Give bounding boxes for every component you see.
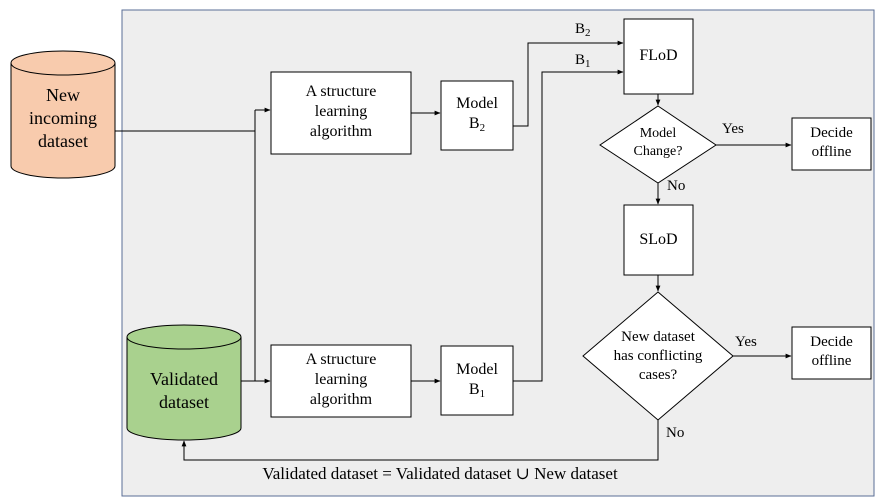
edge-label-yes-top: Yes [722,121,744,137]
edge-label-b2: B2 [575,20,591,39]
edge-label-no-bottom: No [666,425,685,441]
model-b2-label: Model B2 [441,94,513,134]
edge-label-no-top: No [667,178,686,194]
edge-label-yes-bottom: Yes [735,334,757,350]
model-b2-line1: Model [456,95,498,112]
new-incoming-dataset-cylinder [10,50,116,179]
edge-b1-sub: 1 [585,58,591,70]
model-b1-box [440,345,514,416]
new-incoming-line1: New [46,85,80,105]
structure-bottom-line1: A structure [305,351,377,368]
structure-bottom-line2: learning [314,371,368,388]
edge-b2-sub: 2 [585,27,591,39]
validated-line2: dataset [159,392,209,412]
structure-learning-bottom-box [270,344,412,418]
edge-b2-base: B [575,21,586,37]
model-change-line1: Model [639,126,677,141]
validated-dataset-label: Validated dataset [127,368,241,414]
slod-box [623,204,694,276]
model-b1-sub: 1 [479,388,486,400]
slod-label: SLoD [639,231,678,248]
decide-offline-top-box [791,117,872,171]
decide-offline-top-label: Decide offline [792,124,871,162]
decide-bottom-line1: Decide [810,334,853,350]
decide-bottom-line2: offline [811,353,852,369]
structure-learning-top-box [270,71,412,155]
model-b2-box [440,80,514,151]
model-change-label: Model Change? [610,125,706,161]
structure-top-line2: learning [314,103,368,120]
conflict-line2: has conflicting [613,348,703,364]
model-b2-base: B [468,115,480,132]
structure-learning-bottom-label: A structure learning algorithm [271,350,411,410]
flod-label: FLoD [639,47,678,64]
model-b1-base: B [468,381,480,398]
decide-offline-bottom-box [791,326,872,380]
validated-line1: Validated [150,369,218,389]
model-change-line2: Change? [633,144,683,159]
decide-top-line1: Decide [810,125,853,141]
structure-top-line1: A structure [305,83,377,100]
model-b1-label: Model B1 [441,360,513,400]
structure-learning-top-label: A structure learning algorithm [271,82,411,142]
model-b2-sub: 2 [479,122,486,134]
decide-offline-bottom-label: Decide offline [792,333,871,371]
structure-bottom-line3: algorithm [309,391,373,408]
validated-dataset-cylinder [126,324,242,441]
conflict-label: New dataset has conflicting cases? [598,328,718,385]
structure-top-line3: algorithm [309,123,373,140]
flod-box [623,18,694,95]
new-incoming-line2: incoming [29,108,97,128]
new-incoming-line3: dataset [38,131,88,151]
conflict-line1: New dataset [621,329,695,345]
edge-b1-base: B [575,52,586,68]
footer-equation: Validated dataset = Validated dataset ∪ … [262,464,618,483]
connectors [115,40,792,461]
decide-top-line2: offline [811,144,852,160]
edge-label-b1: B1 [575,51,591,70]
model-b1-line1: Model [456,361,498,378]
new-incoming-dataset-label: New incoming dataset [11,84,115,153]
conflict-line3: cases? [638,367,678,383]
